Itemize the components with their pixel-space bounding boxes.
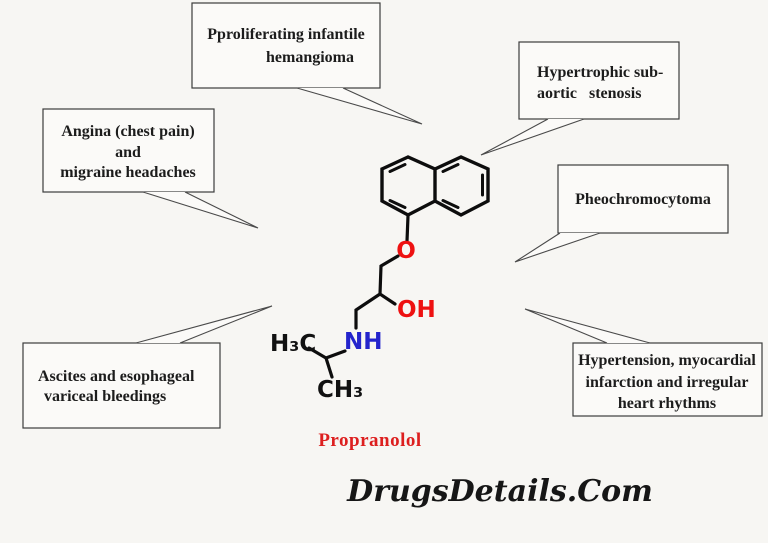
callout-line: heart rhythms bbox=[618, 395, 716, 412]
methyl-bottom-label: CH₃ bbox=[317, 377, 363, 403]
watermark-text: DrugsDetails.Com bbox=[346, 474, 653, 509]
callout-line: aortic stenosis bbox=[537, 85, 641, 102]
hydroxyl-label: OH bbox=[397, 297, 436, 323]
callout-box-subaortic bbox=[518, 41, 680, 120]
callout-box-hypertension bbox=[572, 342, 763, 417]
pointer-tail-subaortic bbox=[480, 118, 585, 156]
callout-line: migraine headaches bbox=[60, 164, 196, 181]
callout-line: and bbox=[115, 144, 141, 161]
pointer-tail-pheochromocytoma bbox=[514, 232, 601, 263]
callout-box-hemangioma bbox=[191, 2, 381, 89]
callout-box-pheochromocytoma bbox=[557, 164, 729, 234]
callout-line: infarction and irregular bbox=[586, 374, 749, 391]
callout-line: Pproliferating infantile bbox=[207, 26, 364, 43]
callout-text-pheochromocytoma: Pheochromocytoma bbox=[575, 191, 711, 208]
side-chain-bonds bbox=[307, 214, 410, 379]
callout-line: Hypertension, myocardial bbox=[578, 352, 756, 369]
molecule-structure bbox=[307, 155, 490, 379]
callout-line: Angina (chest pain) bbox=[61, 123, 194, 140]
callout-line: Pheochromocytoma bbox=[575, 191, 711, 208]
callout-text-hemangioma: Pproliferating infantile hemangioma bbox=[207, 26, 364, 66]
ether-oxygen-label: O bbox=[396, 238, 416, 264]
pointer-tail-ascites bbox=[135, 305, 273, 344]
callout-text-subaortic: Hypertrophic sub- aortic stenosis bbox=[537, 64, 663, 102]
naphthalene-ring-bonds bbox=[380, 155, 490, 217]
callout-box-ascites bbox=[22, 342, 221, 429]
callout-box-angina bbox=[42, 108, 215, 193]
callout-line: Hypertrophic sub- bbox=[537, 64, 663, 81]
pointer-tail-hemangioma bbox=[296, 87, 423, 125]
pointer-tail-hypertension bbox=[524, 308, 651, 344]
drug-name-label: Propranolol bbox=[318, 430, 421, 451]
methyl-left-label: H₃C bbox=[270, 331, 316, 357]
pointer-tail-angina bbox=[142, 191, 259, 229]
naphthalene-double-bonds bbox=[388, 163, 484, 209]
callout-line: Ascites and esophageal bbox=[38, 368, 195, 385]
callout-text-hypertension: Hypertension, myocardial infarction and … bbox=[578, 352, 756, 412]
callout-text-ascites: Ascites and esophageal variceal bleeding… bbox=[38, 368, 195, 405]
callout-text-angina: Angina (chest pain) and migraine headach… bbox=[60, 123, 196, 181]
amine-label: NH bbox=[344, 329, 383, 355]
callout-line: variceal bleedings bbox=[44, 388, 166, 405]
callout-line: hemangioma bbox=[266, 49, 354, 66]
